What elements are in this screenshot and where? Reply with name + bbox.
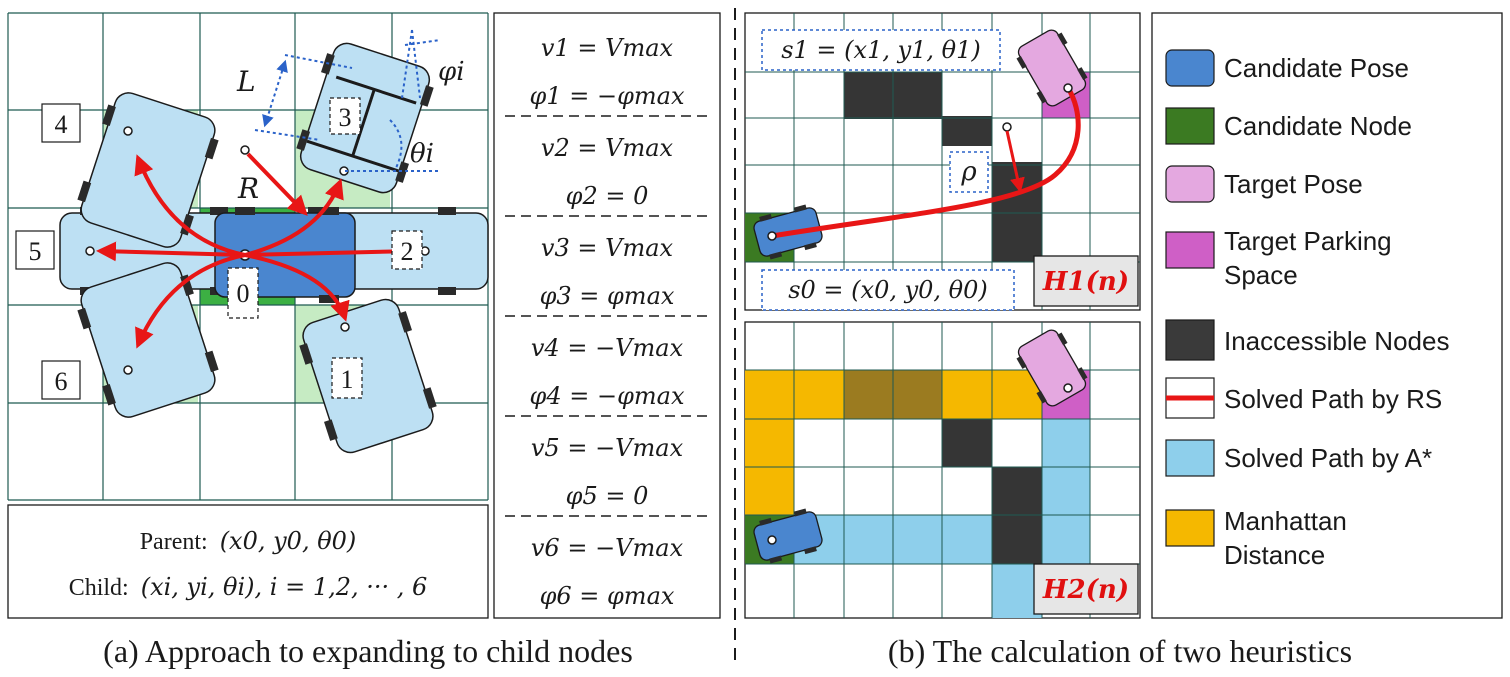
parent-label: Parent: — [140, 529, 208, 555]
astar-cell — [1042, 419, 1090, 564]
legend-swatch-manhattan — [1165, 509, 1215, 547]
svg-text:s0 = (x0, y0, θ0): s0 = (x0, y0, θ0) — [788, 276, 988, 304]
legend-swatch-target-space — [1165, 231, 1215, 269]
svg-text:ρ: ρ — [960, 157, 977, 187]
car-3 — [296, 42, 434, 194]
expansion-arrows — [96, 152, 419, 349]
legend: Candidate Pose Candidate Node Target Pos… — [1151, 12, 1503, 619]
svg-text:1: 1 — [341, 365, 354, 394]
child-label: Child: — [69, 575, 129, 601]
svg-text:s1 = (x1, y1, θ1): s1 = (x1, y1, θ1) — [781, 36, 981, 64]
legend-label-inaccessible: Inaccessible Nodes — [1224, 326, 1449, 356]
svg-text:H2(n): H2(n) — [1042, 575, 1129, 605]
control-v2: v2 = Vmax — [541, 134, 674, 162]
legend-label-rs: Solved Path by RS — [1224, 384, 1442, 414]
legend-swatch-astar — [1165, 439, 1215, 477]
legend-swatch-candidate-pose — [1165, 49, 1215, 87]
legend-label-target-pose: Target Pose — [1224, 169, 1363, 199]
symbol-theta-i: θi — [410, 139, 434, 169]
control-v3: v3 = Vmax — [541, 234, 674, 262]
rho-label: ρ — [949, 151, 989, 193]
candidate-pose-bottom — [753, 508, 823, 564]
control-phi2: φ2 = 0 — [566, 182, 649, 210]
svg-text:Parent: (x0, y0, θ0): Parent: (x0, y0, θ0) — [140, 527, 357, 555]
legend-swatch-candidate-node — [1165, 107, 1215, 145]
svg-text:0: 0 — [237, 279, 250, 308]
svg-text:H1(n): H1(n) — [1042, 267, 1129, 297]
control-phi1: φ1 = −φmax — [530, 82, 685, 110]
parent-expr: (x0, y0, θ0) — [220, 527, 357, 555]
s0-label: s0 = (x0, y0, θ0) — [761, 269, 1015, 311]
rs-path — [771, 86, 1081, 239]
control-v1: v1 = Vmax — [541, 34, 674, 62]
dimension-lines — [254, 29, 441, 172]
svg-text:5: 5 — [29, 237, 42, 266]
symbol-L: L — [236, 65, 256, 98]
symbol-phi-i: φi — [438, 57, 465, 87]
s1-label: s1 = (x1, y1, θ1) — [761, 29, 1001, 71]
control-v5: v5 = −Vmax — [531, 434, 684, 462]
control-phi3: φ3 = φmax — [540, 282, 675, 310]
control-v6: v6 = −Vmax — [531, 534, 684, 562]
control-phi5: φ5 = 0 — [566, 482, 649, 510]
node-label-4: 4 — [41, 103, 81, 143]
node-label-1: 1 — [331, 357, 363, 399]
svg-text:3: 3 — [339, 103, 352, 132]
h1-badge: H1(n) — [1033, 255, 1139, 307]
node-label-3: 3 — [329, 97, 361, 135]
svg-text:4: 4 — [55, 110, 68, 139]
legend-label-candidate-pose: Candidate Pose — [1224, 53, 1409, 83]
child-expr: (xi, yi, θi), i = 1,2, ··· , 6 — [141, 573, 428, 601]
legend-label-candidate-node: Candidate Node — [1224, 111, 1412, 141]
legend-swatch-target-pose — [1165, 165, 1215, 203]
caption-a: (a) Approach to expanding to child nodes — [103, 633, 633, 669]
svg-text:2: 2 — [401, 237, 414, 266]
node-label-6: 6 — [41, 360, 81, 400]
h2-badge: H2(n) — [1033, 563, 1139, 615]
node-label-2: 2 — [391, 230, 423, 270]
control-v4: v4 = −Vmax — [531, 334, 684, 362]
control-phi4: φ4 = −φmax — [530, 382, 685, 410]
node-label-5: 5 — [15, 230, 55, 270]
legend-label-astar: Solved Path by A* — [1224, 443, 1432, 473]
inaccessible-cell — [942, 116, 992, 146]
parent-child-box: Parent: (x0, y0, θ0) Child: (xi, yi, θi)… — [7, 504, 489, 619]
svg-text:Child: (xi, yi, θi), i =: Child: (xi, yi, θi), i = 1,2, ··· , 6 — [69, 573, 428, 601]
legend-swatch-inaccessible — [1165, 319, 1215, 361]
caption-b: (b) The calculation of two heuristics — [888, 633, 1352, 669]
svg-text:6: 6 — [55, 367, 68, 396]
node-label-0: 0 — [227, 267, 259, 319]
control-table: v1 = Vmax φ1 = −φmax v2 = Vmax φ2 = 0 v3… — [493, 12, 721, 619]
symbol-R: R — [237, 172, 259, 205]
inaccessible-cell — [942, 419, 992, 467]
control-phi6: φ6 = φmax — [540, 582, 675, 610]
car-1 — [299, 298, 437, 454]
